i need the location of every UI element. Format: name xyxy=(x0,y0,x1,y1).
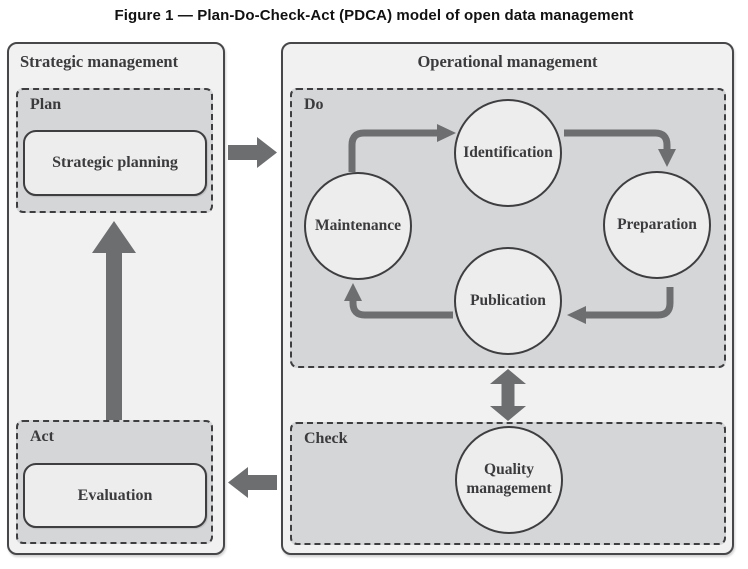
maintenance-label: Maintenance xyxy=(314,216,402,234)
evaluation-label: Evaluation xyxy=(77,486,153,504)
publication-label: Publication xyxy=(470,291,546,309)
operational-management-title: Operational management xyxy=(417,52,598,71)
do-zone-label: Do xyxy=(304,96,324,113)
identification-label: Identification xyxy=(463,143,553,161)
strategic-planning-node: Strategic planning xyxy=(23,130,207,196)
quality-management-label: Quality management xyxy=(466,461,552,497)
maintenance-node: Maintenance xyxy=(304,172,412,280)
strategic-management-title: Strategic management xyxy=(20,52,179,71)
identification-node: Identification xyxy=(454,99,562,207)
plan-zone-label: Plan xyxy=(30,96,62,113)
act-zone-label: Act xyxy=(30,428,54,445)
check-to-act-arrow xyxy=(228,467,277,498)
quality-management-node: Quality management xyxy=(455,426,563,534)
preparation-label: Preparation xyxy=(617,215,697,233)
preparation-node: Preparation xyxy=(603,171,711,279)
plan-to-do-arrow xyxy=(228,137,277,168)
publication-node: Publication xyxy=(454,247,562,355)
evaluation-node: Evaluation xyxy=(23,463,207,528)
strategic-planning-label: Strategic planning xyxy=(52,154,178,171)
check-zone-label: Check xyxy=(304,430,348,447)
figure-title: Figure 1 — Plan-Do-Check-Act (PDCA) mode… xyxy=(114,7,634,24)
